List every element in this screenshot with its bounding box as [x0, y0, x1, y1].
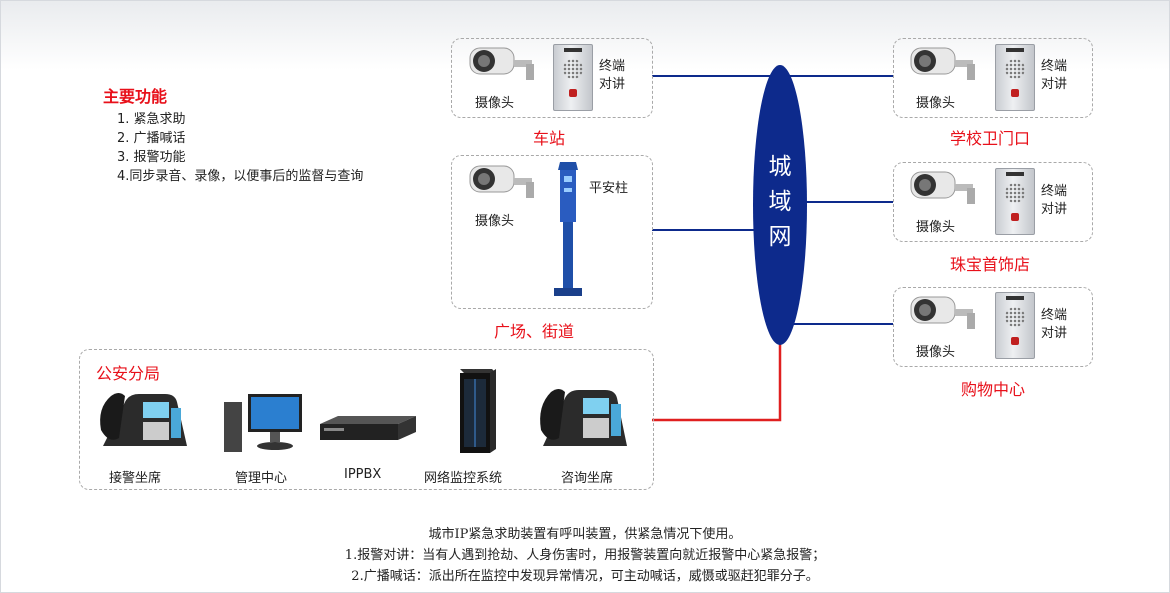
school-camera-label: 摄像头	[916, 96, 956, 111]
police-device-label: 咨询坐席	[561, 471, 614, 486]
mall-intercom-label: 终端 对讲	[1041, 308, 1068, 341]
note-line: 2.广播喊话：派出所在监控中发现异常情况，可主动喊话，威慑或驱赶犯罪分子。	[351, 569, 819, 584]
intercom-icon	[995, 44, 1035, 111]
function-item: 1. 紧急求助	[117, 112, 186, 127]
note-line: 1.报警对讲：当有人遇到抢劫、人身伤害时，用报警装置向就近报警中心紧急报警；	[344, 548, 826, 563]
station-camera-label: 摄像头	[475, 96, 515, 111]
network-char: 城	[768, 154, 792, 180]
police-name: 公安分局	[96, 364, 161, 383]
server-rack-icon	[460, 369, 496, 453]
police-device-label: 管理中心	[235, 471, 288, 486]
network-char: 域	[768, 189, 792, 215]
camera-icon	[469, 47, 534, 80]
functions-list: 1. 紧急求助 2. 广播喊话 3. 报警功能 4.同步录音、录像，以便事后的监…	[117, 110, 363, 186]
intercom-icon	[553, 44, 593, 111]
ip-phone-icon	[540, 389, 627, 446]
function-item: 2. 广播喊话	[117, 131, 186, 146]
network-ellipse	[753, 65, 807, 345]
computer-icon	[224, 394, 302, 452]
ippbx-server-icon	[320, 416, 416, 440]
camera-icon	[910, 296, 975, 329]
network-char: 网	[768, 224, 792, 250]
police-device-label: IPPBX	[344, 467, 382, 482]
ip-phone-icon	[100, 393, 187, 446]
school-name: 学校卫门口	[950, 129, 1031, 148]
camera-icon	[469, 165, 534, 198]
square-camera-label: 摄像头	[475, 214, 515, 229]
function-item: 3. 报警功能	[117, 150, 186, 165]
function-item: 4.同步录音、录像，以便事后的监督与查询	[117, 169, 364, 184]
police-device-label: 网络监控系统	[424, 471, 503, 486]
functions-title: 主要功能	[103, 87, 168, 106]
network-label: 城 域 网	[760, 150, 800, 255]
camera-icon	[910, 171, 975, 204]
school-box	[893, 38, 1093, 118]
mall-camera-label: 摄像头	[916, 345, 956, 360]
square-name: 广场、街道	[494, 322, 575, 341]
safety-pillar-icon	[554, 162, 582, 296]
station-intercom-label: 终端 对讲	[599, 59, 626, 92]
link-police	[652, 300, 782, 422]
jewelry-box	[893, 162, 1093, 242]
mall-name: 购物中心	[961, 380, 1026, 399]
camera-icon	[910, 47, 975, 80]
jewelry-name: 珠宝首饰店	[950, 255, 1031, 274]
intercom-icon	[995, 168, 1035, 235]
police-device-label: 接警坐席	[109, 471, 162, 486]
intercom-icon	[995, 292, 1035, 359]
school-intercom-label: 终端 对讲	[1041, 59, 1068, 92]
mall-box	[893, 287, 1093, 367]
station-box	[451, 38, 653, 118]
square-box	[451, 155, 653, 309]
station-name: 车站	[533, 129, 566, 148]
square-pillar-label: 平安柱	[589, 181, 629, 196]
police-box	[79, 349, 654, 490]
jewelry-camera-label: 摄像头	[916, 220, 956, 235]
jewelry-intercom-label: 终端 对讲	[1041, 184, 1068, 217]
note-line: 城市IP紧急求助装置有呼叫装置，供紧急情况下使用。	[428, 527, 742, 542]
